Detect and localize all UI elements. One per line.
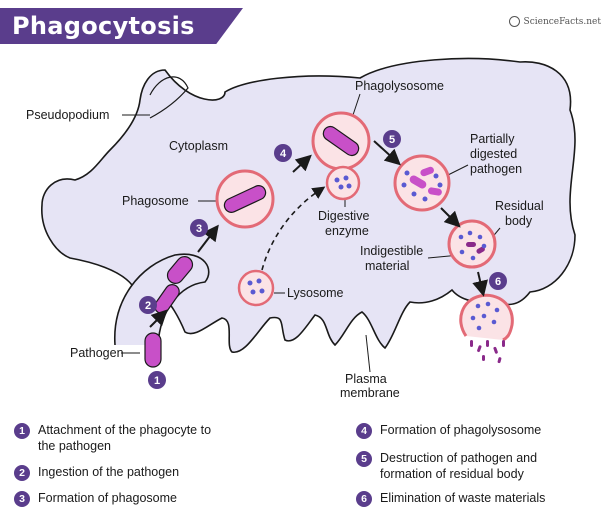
- label-indigestible-1: Indigestible: [360, 244, 423, 258]
- enzyme-dots-fusing: [334, 175, 352, 190]
- arrow-1-2: [149, 309, 168, 328]
- svg-text:5: 5: [389, 134, 395, 146]
- process-arrows: [149, 140, 488, 328]
- label-plasma-2: membrane: [340, 386, 400, 400]
- legend-text-4: Formation of phagolysosome: [380, 423, 542, 437]
- exocytosis-vesicle: [459, 293, 514, 342]
- legend-badge-3: 3: [14, 491, 30, 507]
- pseudopodium-arm: [149, 76, 189, 119]
- title-banner: Phagocytosis: [0, 8, 243, 44]
- legend-text-5: Destruction of pathogen and formation of…: [380, 451, 538, 481]
- legend-badge-6: 6: [356, 491, 372, 507]
- label-plasma-1: Plasma: [345, 372, 387, 386]
- arrow-3-4: [292, 154, 312, 173]
- step-badge-2: 2: [139, 296, 157, 314]
- step-badge-3: 3: [190, 219, 208, 237]
- label-phagosome: Phagosome: [122, 194, 189, 208]
- legend-badge-5: 5: [356, 451, 372, 467]
- legend-badge-4: 4: [356, 423, 372, 439]
- plasma-leader: [365, 334, 371, 373]
- residual-contents: [458, 230, 487, 261]
- brand-name: ScienceFacts.net: [523, 16, 601, 27]
- legend-item-2: 2 Ingestion of the pathogen: [14, 464, 179, 481]
- brand-logo: ScienceFacts.net: [508, 16, 601, 27]
- label-partially-1: Partially: [470, 132, 515, 146]
- legend-item-1: 1 Attachment of the phagocyte to the pat…: [14, 422, 211, 454]
- phagolysosome-leader: [351, 93, 361, 119]
- svg-text:2: 2: [145, 300, 151, 312]
- label-partially-2: digested: [470, 147, 517, 161]
- label-lysosome: Lysosome: [287, 286, 344, 300]
- lysosome-fusing: [325, 165, 361, 201]
- arrow-2-3: [197, 224, 219, 253]
- legend-item-4: 4 Formation of phagolysosome: [356, 422, 541, 439]
- label-digestive-1: Digestive: [318, 209, 369, 223]
- lysosome-vesicle: [237, 269, 275, 307]
- label-phagolysosome: Phagolysosome: [355, 79, 444, 93]
- legend-text-2: Ingestion of the pathogen: [38, 465, 180, 479]
- step-badge-6: 6: [489, 272, 507, 290]
- legend-item-6: 6 Elimination of waste materials: [356, 490, 545, 507]
- brand-icon: [508, 16, 520, 27]
- legend-text-6: Elimination of waste materials: [380, 491, 546, 505]
- label-indigestible-2: material: [365, 259, 409, 273]
- arrow-5-residual: [440, 207, 461, 228]
- lysosome-path-arrow: [261, 186, 326, 271]
- label-digestive-2: enzyme: [325, 224, 369, 238]
- legend: 1 Attachment of the phagocyte to the pat…: [0, 414, 613, 524]
- legend-badge-1: 1: [14, 423, 30, 439]
- legend-item-5: 5 Destruction of pathogen and formation …: [356, 450, 537, 482]
- svg-text:1: 1: [154, 375, 160, 387]
- legend-text-3: Formation of phagosome: [38, 491, 177, 505]
- pathogen-free: [144, 332, 162, 368]
- phagocytosis-diagram: Pseudopodium Cytoplasm Phagosome Phagoly…: [26, 57, 576, 400]
- label-residual-2: body: [505, 214, 533, 228]
- svg-text:6: 6: [495, 276, 501, 288]
- phagolysosome-pathogen: [322, 125, 360, 157]
- arrow-residual-6: [472, 271, 488, 297]
- pathogen-ingested-2: [166, 256, 194, 284]
- step-badge-4: 4: [274, 144, 292, 162]
- step-badge-5: 5: [383, 130, 401, 148]
- step-badge-1: 1: [148, 371, 166, 389]
- lysosome-enzymes: [247, 278, 265, 295]
- svg-text:4: 4: [280, 148, 287, 160]
- exocytosis-contents: [470, 301, 500, 331]
- label-partially-3: pathogen: [470, 162, 522, 176]
- legend-text-1: Attachment of the phagocyte to the patho…: [38, 423, 212, 453]
- label-pathogen: Pathogen: [70, 346, 124, 360]
- svg-text:3: 3: [196, 223, 202, 235]
- label-residual-1: Residual: [495, 199, 544, 213]
- legend-badge-2: 2: [14, 465, 30, 481]
- page-title: Phagocytosis: [12, 12, 195, 40]
- phagosome-pathogen: [223, 185, 267, 213]
- label-pseudopodium: Pseudopodium: [26, 108, 109, 122]
- label-cytoplasm: Cytoplasm: [169, 139, 228, 153]
- digesting-contents: [401, 166, 443, 202]
- waste-particles: [470, 340, 505, 364]
- legend-item-3: 3 Formation of phagosome: [14, 490, 177, 507]
- arrow-4-5: [373, 140, 401, 166]
